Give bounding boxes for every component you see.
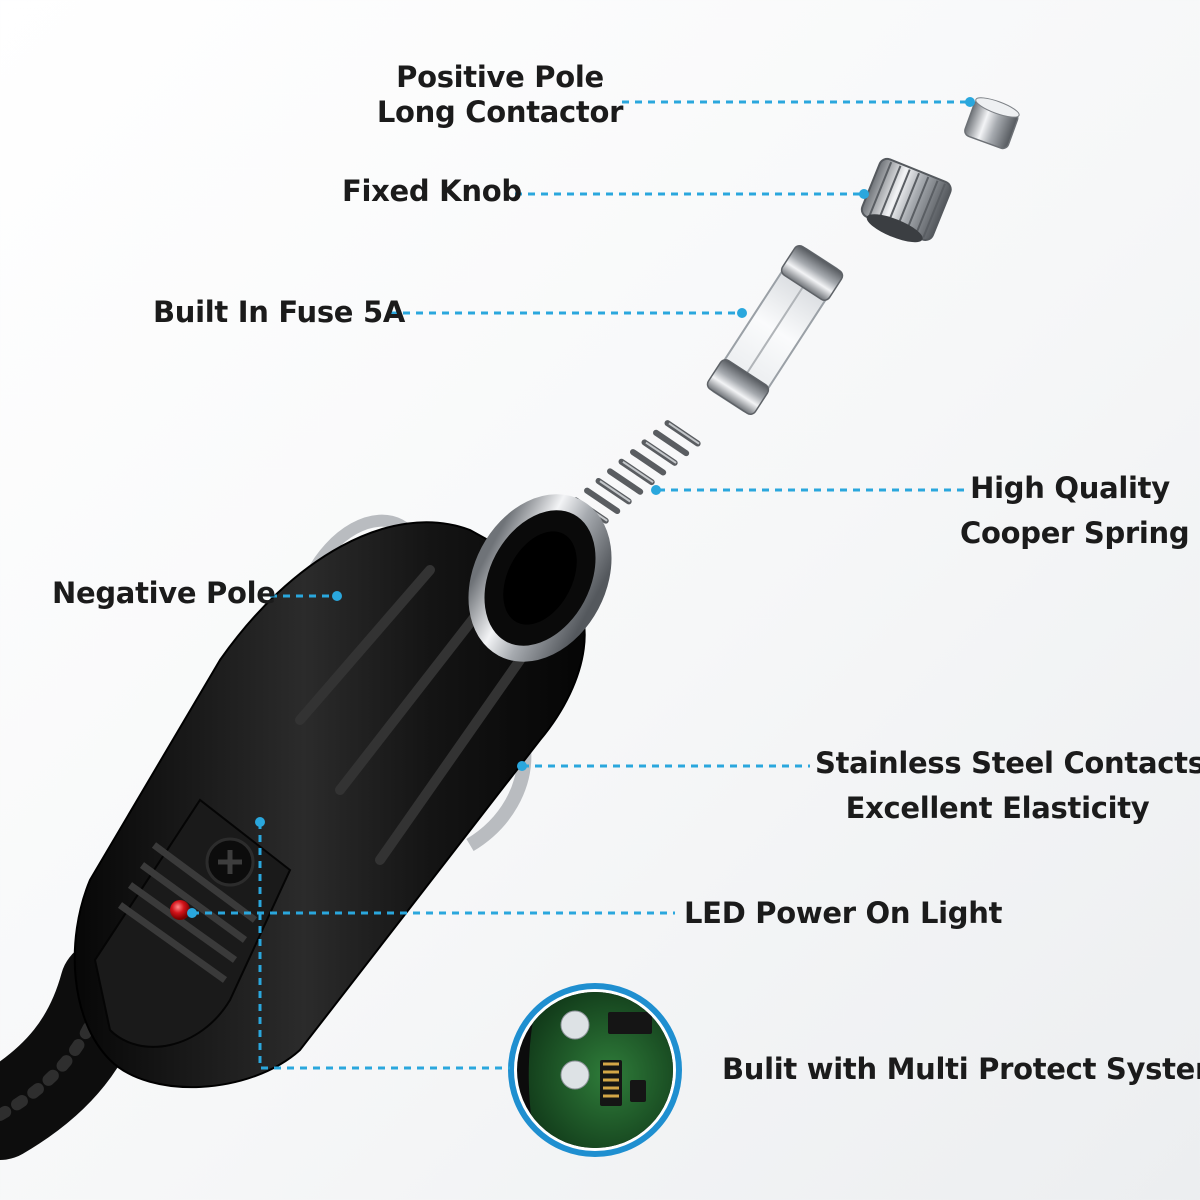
label-positive-pole: Positive Pole Long Contactor — [375, 60, 625, 130]
fuse-part — [706, 245, 844, 415]
label-stainless-contacts: Stainless Steel Contacts Excellent Elast… — [815, 746, 1200, 826]
label-built-in-fuse: Built In Fuse 5A — [153, 295, 405, 329]
label-fixed-knob: Fixed Knob — [342, 174, 522, 208]
label-spring: High Quality Cooper Spring — [960, 471, 1190, 551]
leader-multi-protect — [258, 822, 510, 1070]
label-stainless-contacts-line1: Stainless Steel Contacts — [815, 746, 1200, 780]
label-spring-line1: High Quality — [970, 471, 1170, 505]
label-led-light: LED Power On Light — [684, 896, 1003, 930]
dot-positive-pole — [965, 97, 975, 107]
dot-fuse — [737, 308, 747, 318]
label-positive-pole-line1: Positive Pole — [396, 60, 604, 94]
label-negative-pole: Negative Pole — [52, 576, 276, 610]
dot-stainless-contacts — [517, 761, 527, 771]
led-indicator — [170, 900, 190, 920]
dot-multi-protect — [255, 817, 265, 827]
dot-led — [187, 908, 197, 918]
label-stainless-contacts-line2: Excellent Elasticity — [845, 790, 1150, 825]
dot-fixed-knob — [859, 189, 869, 199]
plug-body — [73, 494, 612, 1089]
label-positive-pole-line2: Long Contactor — [376, 94, 624, 129]
positive-contact-part — [964, 97, 1020, 150]
pcb-inset — [508, 983, 682, 1157]
label-multi-protect: Bulit with Multi Protect System — [722, 1052, 1200, 1086]
dot-spring — [651, 485, 661, 495]
dot-negative-pole — [332, 591, 342, 601]
leader-lines — [192, 100, 968, 1070]
label-spring-line2: Cooper Spring — [960, 515, 1190, 550]
fixed-knob-part — [860, 157, 952, 243]
